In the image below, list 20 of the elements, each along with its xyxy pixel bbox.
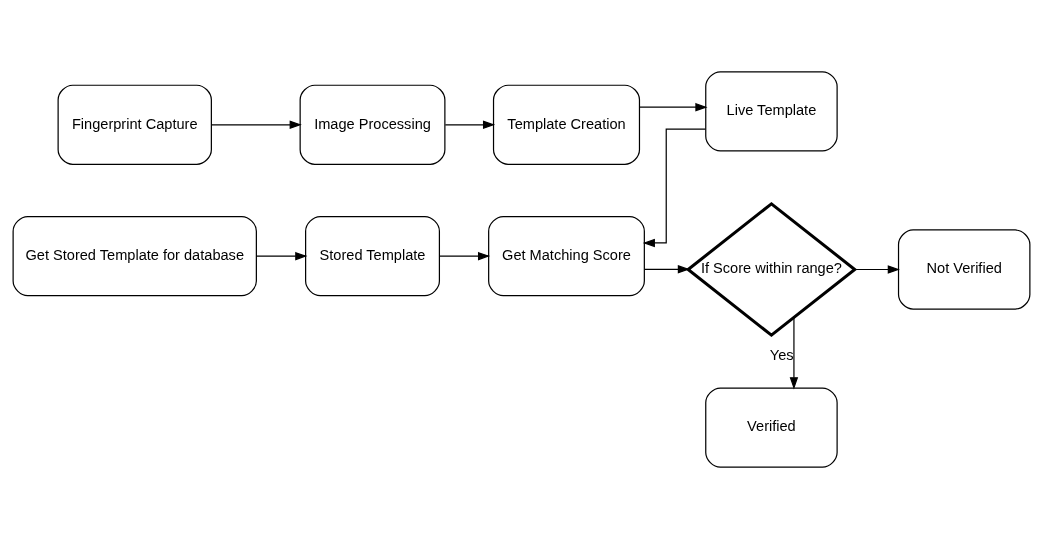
arrow — [255, 251, 308, 261]
node-box: Get Matching Score — [488, 216, 645, 297]
arrow — [211, 120, 302, 130]
node-box: Fingerprint Capture — [57, 84, 212, 165]
edge-label: Yes — [769, 346, 794, 363]
node-box: Template Creation — [492, 84, 641, 165]
node-box: Get Stored Template for database — [12, 216, 257, 297]
arrow — [642, 128, 706, 248]
arrow — [789, 317, 799, 390]
arrow — [854, 265, 900, 274]
node-box: Verified — [705, 387, 838, 468]
node-box: Stored Template — [305, 216, 441, 297]
node-box: Not Verified — [897, 229, 1031, 310]
arrow — [639, 102, 708, 112]
arrow — [643, 265, 690, 274]
arrow — [444, 120, 496, 130]
node-box: Live Template — [705, 71, 838, 152]
node-diamond: If Score within range? — [685, 201, 858, 338]
node-box: Image Processing — [299, 84, 446, 165]
arrow — [439, 251, 491, 261]
